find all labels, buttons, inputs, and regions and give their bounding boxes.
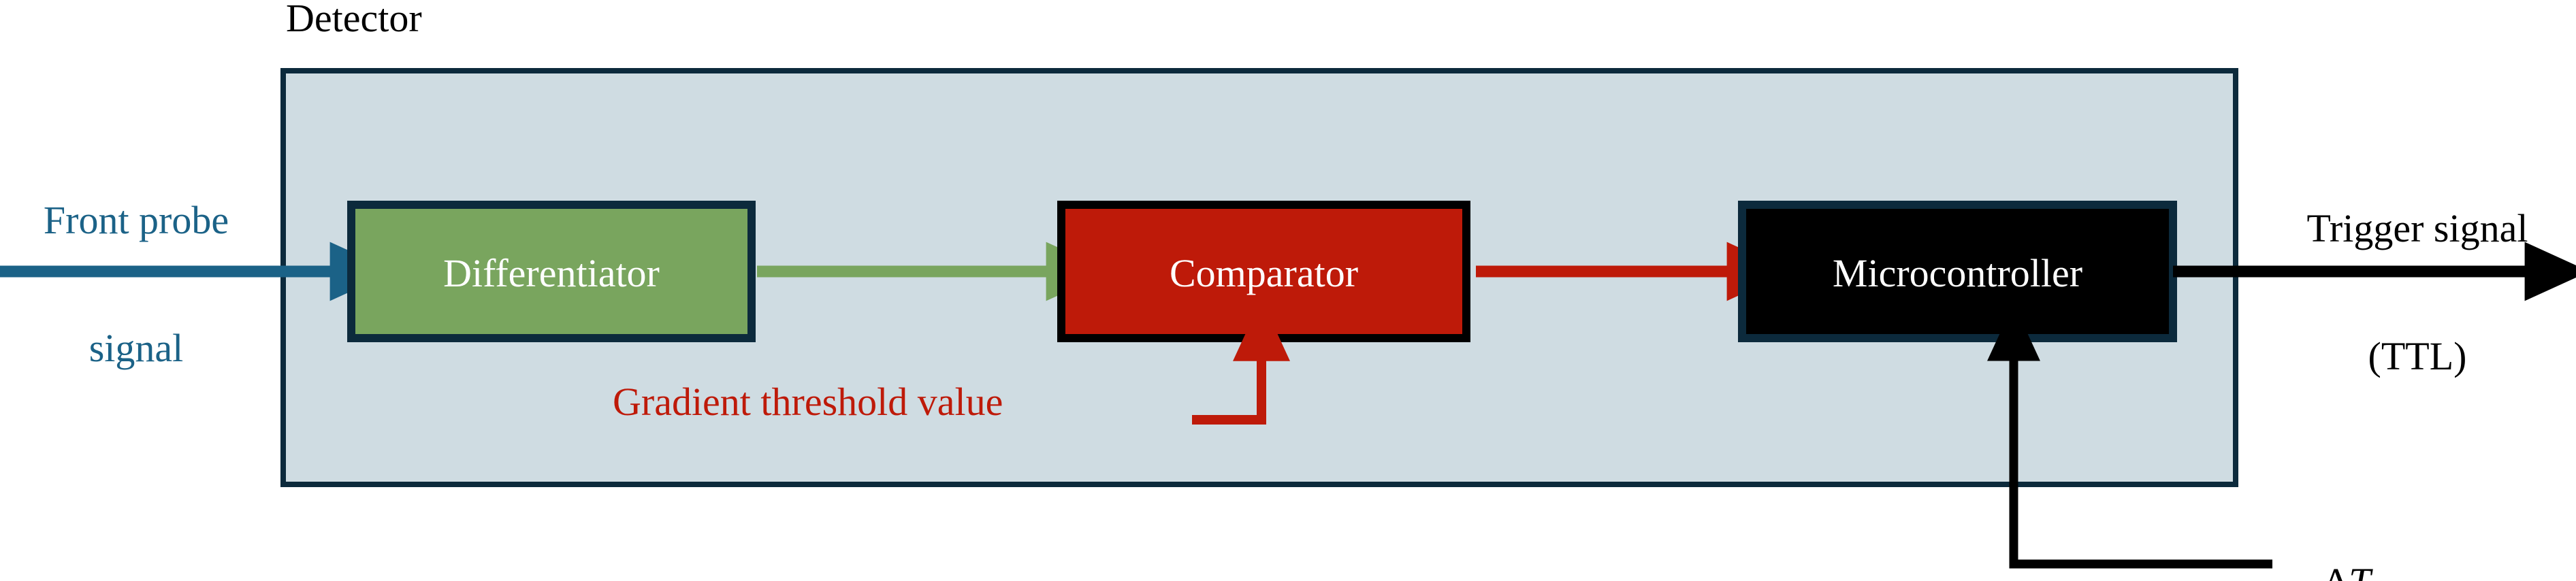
- front-probe-signal-label: Front probe signal: [0, 114, 272, 455]
- differentiator-block[interactable]: [347, 201, 756, 342]
- detector-title: Detector: [286, 0, 422, 40]
- front-probe-signal-label-line2: signal: [88, 326, 184, 371]
- delta-symbol: Δ: [2323, 560, 2349, 581]
- delta-t-label: ΔT: [2286, 518, 2371, 581]
- front-probe-signal-label-line1: Front probe: [43, 198, 229, 243]
- differentiator-label: Differentiator: [443, 251, 660, 295]
- trigger-signal-label: Trigger signal (TTL): [2259, 122, 2576, 463]
- delta-t-arrow: [1987, 303, 2272, 569]
- trigger-signal-label-line2: (TTL): [2368, 334, 2467, 379]
- gradient-threshold-arrow: [1192, 299, 1290, 425]
- delta-t-variable: T: [2349, 560, 2370, 581]
- microcontroller-block[interactable]: [1738, 201, 2177, 342]
- comparator-label: Comparator: [1169, 251, 1359, 295]
- trigger-signal-label-line1: Trigger signal: [2306, 206, 2528, 251]
- microcontroller-label: Microcontroller: [1832, 251, 2083, 295]
- gradient-threshold-label: Gradient threshold value: [613, 380, 1003, 424]
